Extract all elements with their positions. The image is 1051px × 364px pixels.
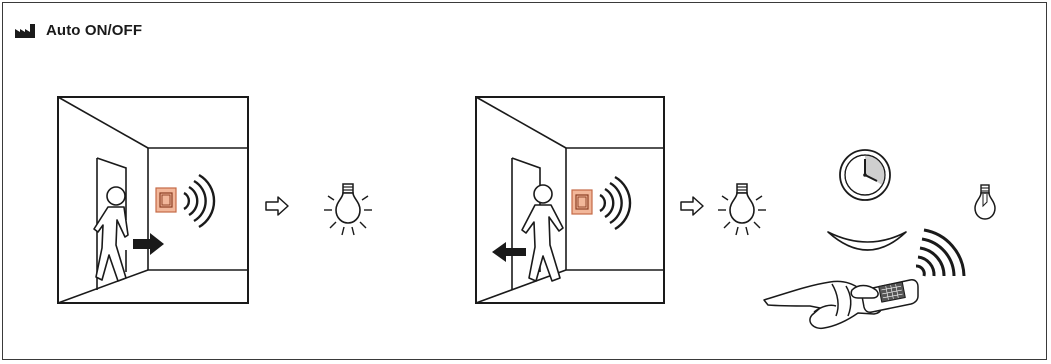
room-panel-2 <box>476 97 664 303</box>
remote-signal-icon <box>916 230 964 276</box>
arrow-icon <box>681 197 703 215</box>
occupancy-sensor-icon <box>572 190 592 214</box>
transition-arc-icon <box>828 232 906 250</box>
hand-with-remote-phone-icon <box>764 280 918 329</box>
room-panel-1 <box>58 97 248 303</box>
light-bulb-on-icon <box>718 184 766 235</box>
arrow-icon <box>266 197 288 215</box>
light-bulb-off-icon <box>975 185 995 219</box>
light-bulb-on-icon <box>324 184 372 235</box>
clock-timer-icon <box>840 150 890 200</box>
occupancy-sensor-icon <box>156 188 176 212</box>
